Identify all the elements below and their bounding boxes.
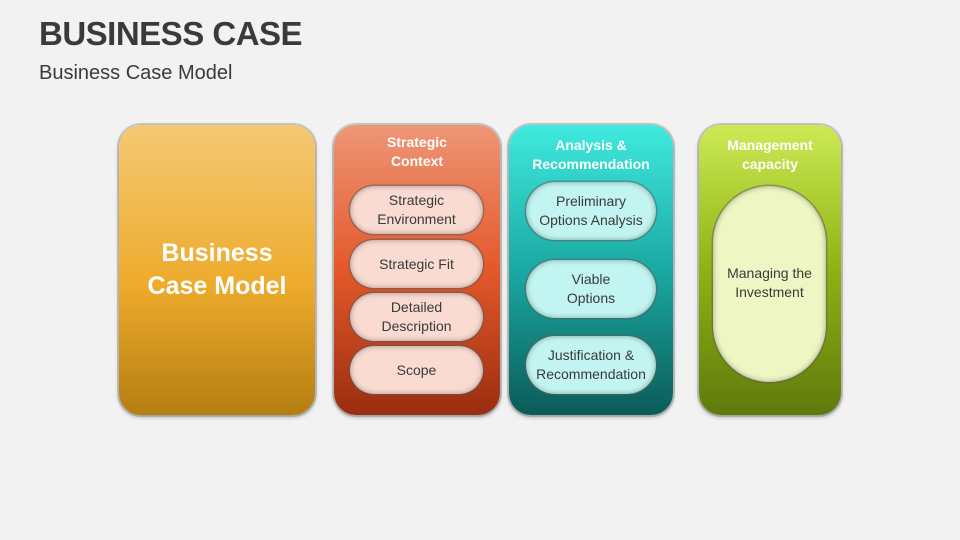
strategic-context-column: Strategic Context Strategic Environment …: [334, 125, 500, 415]
column-heading: Analysis & Recommendation: [532, 137, 650, 172]
pill-item: Viable Options: [526, 260, 656, 318]
block-label: Business Case Model: [147, 239, 287, 300]
pill-item: Preliminary Options Analysis: [526, 182, 656, 240]
business-case-model-block: Business Case Model: [119, 125, 315, 415]
column-heading: Strategic Context: [387, 134, 447, 169]
management-capacity-column: Management capacity Managing the Investm…: [699, 125, 841, 415]
pill-item: Strategic Environment: [350, 186, 483, 234]
pill-item: Scope: [350, 346, 483, 394]
column-heading: Management capacity: [727, 137, 813, 172]
pill-item: Justification & Recommendation: [526, 336, 656, 394]
page-subtitle: Business Case Model: [39, 62, 233, 84]
pill-item: Managing the Investment: [713, 186, 826, 382]
analysis-recommendation-column: Analysis & Recommendation Preliminary Op…: [509, 125, 673, 415]
pill-item: Strategic Fit: [350, 240, 483, 288]
page-title: BUSINESS CASE: [39, 15, 303, 52]
pill-item: Detailed Description: [350, 293, 483, 341]
